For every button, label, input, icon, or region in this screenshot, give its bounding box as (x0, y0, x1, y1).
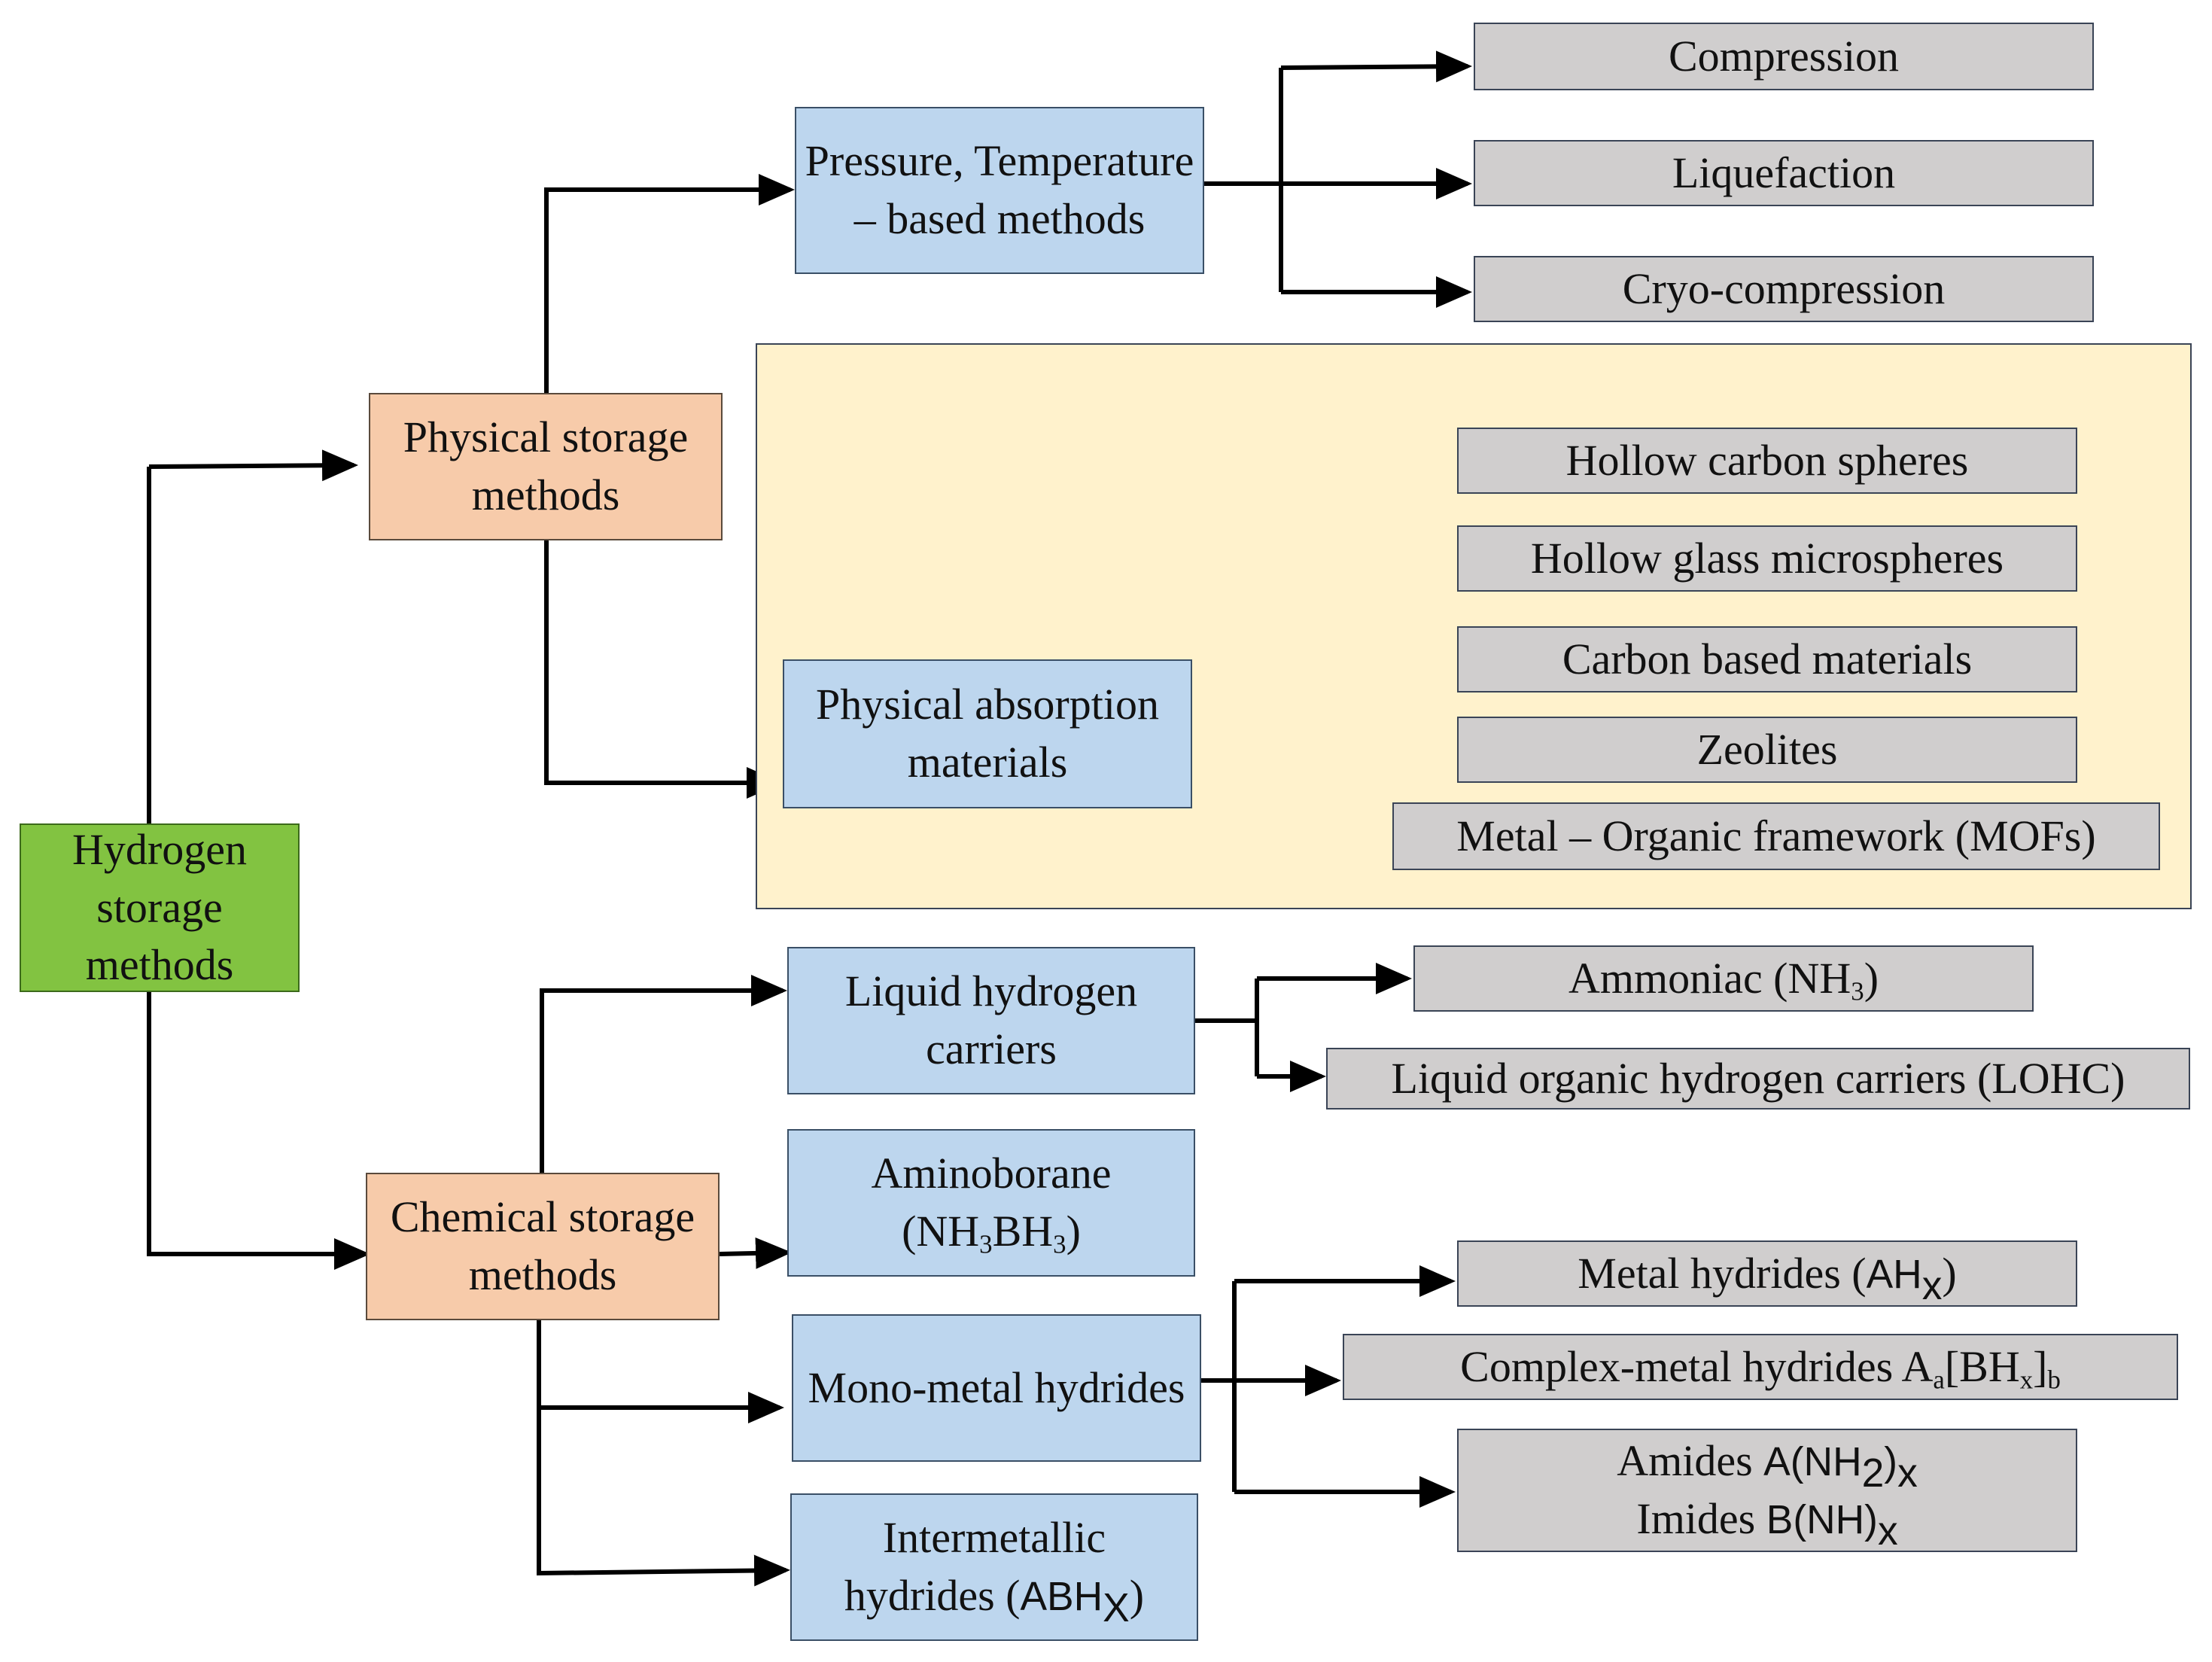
leaf-hollow-carbon-spheres: Hollow carbon spheres (1457, 428, 2077, 494)
leaf-hollow-glass-microspheres-label: Hollow glass microspheres (1530, 533, 2004, 583)
arrow-chemical-to-aminoborane (719, 1237, 792, 1269)
physical-storage-node: Physical storage methods (369, 393, 723, 540)
leaf-zeolites-label: Zeolites (1696, 724, 1838, 774)
root-node-label: Hydrogen storage methods (72, 825, 247, 990)
arrow-chemical-to-liquid (540, 975, 787, 1173)
leaf-hollow-carbon-spheres-label: Hollow carbon spheres (1565, 435, 1969, 485)
liquid-hydrogen-carriers-node: Liquid hydrogen carriers (787, 947, 1195, 1094)
leaf-ammoniac: Ammoniac (NH3) (1413, 945, 2034, 1012)
leaf-mofs-label: Metal – Organic framework (MOFs) (1456, 811, 2096, 860)
leaf-complex-metal-hydrides-label: Complex-metal hydrides Aa[BHx]b (1460, 1341, 2061, 1395)
leaf-carbon-based-materials: Carbon based materials (1457, 626, 2077, 692)
leaf-hollow-glass-microspheres: Hollow glass microspheres (1457, 525, 2077, 592)
leaf-lohc-label: Liquid organic hydrogen carriers (LOHC) (1391, 1053, 2125, 1103)
leaf-cryo-compression: Cryo-compression (1474, 256, 2094, 322)
mono-metal-hydrides-label: Mono-metal hydrides (808, 1362, 1185, 1412)
arrow-physical-to-absorption (544, 540, 783, 799)
arrow-chemical-to-intermetallic (537, 1320, 790, 1587)
pressure-temperature-label: Pressure, Temperature – based methods (805, 136, 1194, 243)
root-node-hydrogen-storage: Hydrogen storage methods (20, 823, 300, 992)
leaf-liquefaction: Liquefaction (1474, 140, 2094, 206)
liquid-hydrogen-carriers-label: Liquid hydrogen carriers (844, 966, 1138, 1073)
aminoborane-label: Aminoborane(NH3BH3) (871, 1149, 1112, 1259)
leaf-compression: Compression (1474, 23, 2094, 90)
leaf-zeolites: Zeolites (1457, 717, 2077, 783)
leaf-lohc: Liquid organic hydrogen carriers (LOHC) (1326, 1048, 2190, 1110)
leaf-metal-hydrides: Metal hydrides (AHx) (1457, 1240, 2077, 1307)
leaf-cryo-compression-label: Cryo-compression (1622, 263, 1946, 313)
leaf-carbon-based-materials-label: Carbon based materials (1562, 634, 1973, 683)
leaf-liquefaction-label: Liquefaction (1672, 148, 1896, 197)
arrow-root-to-physical (148, 449, 358, 482)
leaf-complex-metal-hydrides: Complex-metal hydrides Aa[BHx]b (1343, 1334, 2178, 1400)
physical-absorption-node: Physical absorption materials (783, 659, 1192, 808)
arrow-to-compression (1280, 50, 1472, 83)
leaf-ammoniac-label: Ammoniac (NH3) (1568, 953, 1879, 1006)
arrow-root-to-chemical (147, 992, 370, 1270)
chemical-storage-node: Chemical storage methods (366, 1173, 720, 1320)
leaf-metal-hydrides-label: Metal hydrides (AHx) (1578, 1248, 1957, 1308)
leaf-mofs: Metal – Organic framework (MOFs) (1392, 802, 2160, 870)
chemical-storage-label: Chemical storage methods (390, 1192, 695, 1299)
leaf-compression-label: Compression (1668, 31, 1900, 81)
physical-storage-label: Physical storage methods (403, 412, 689, 519)
arrow-physical-to-pressure (544, 174, 795, 393)
aminoborane-node: Aminoborane(NH3BH3) (787, 1129, 1195, 1277)
pressure-temperature-node: Pressure, Temperature – based methods (795, 107, 1204, 274)
mono-metal-hydrides-node: Mono-metal hydrides (792, 1314, 1201, 1462)
physical-absorption-label: Physical absorption materials (816, 680, 1159, 787)
